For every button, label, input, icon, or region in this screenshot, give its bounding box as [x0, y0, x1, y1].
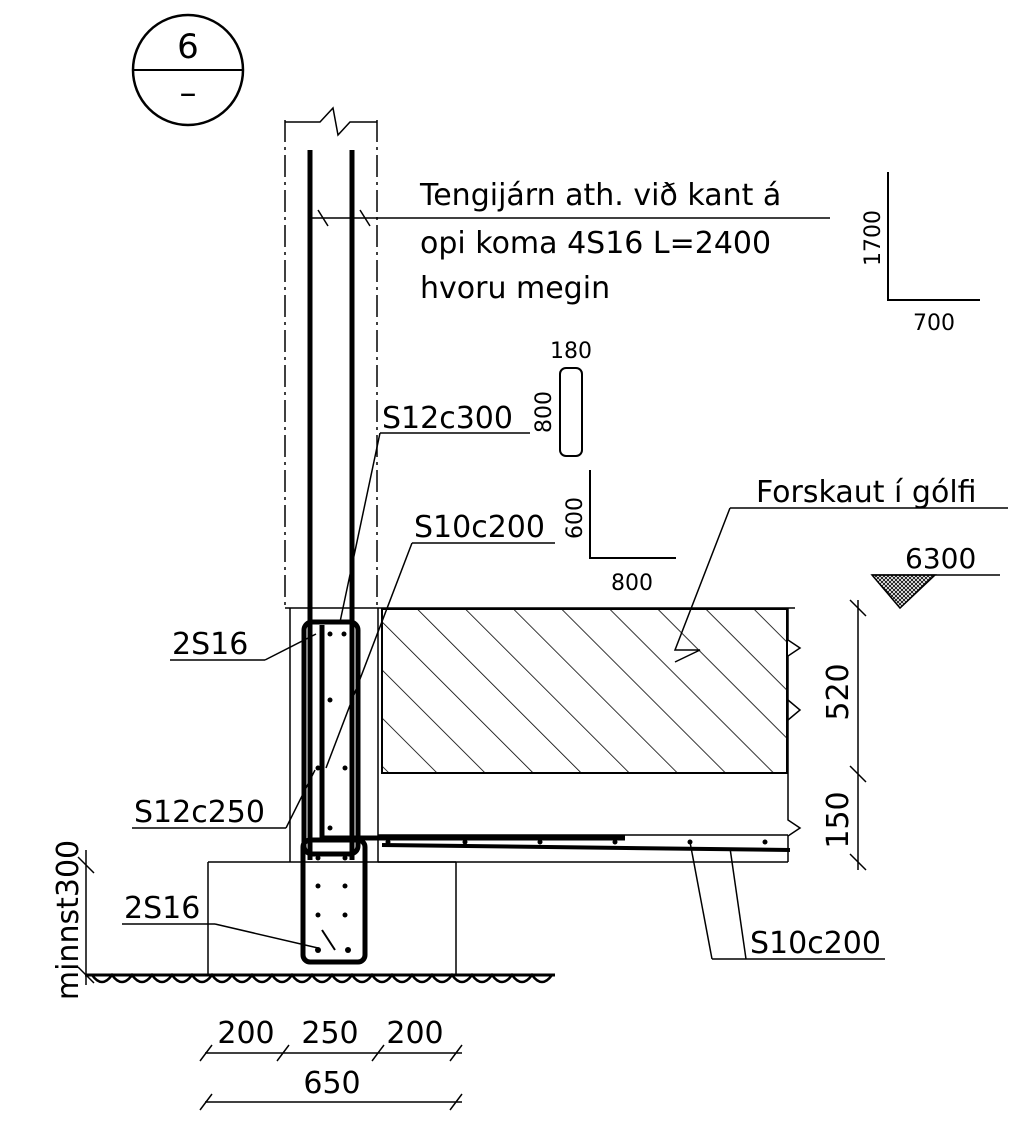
level-marker: 6300 — [870, 542, 1000, 610]
svg-text:2S16: 2S16 — [124, 891, 200, 926]
label-2s16-bottom: 2S16 — [122, 891, 319, 949]
detail-sheet: – — [180, 73, 197, 113]
wall-stirrup — [301, 619, 625, 857]
footing — [207, 837, 457, 975]
slab-break-line — [787, 608, 802, 862]
dim-250: 250 — [301, 1016, 358, 1051]
label-s10c200-wall: S10c200 — [325, 510, 555, 769]
dim-slab: 520 — [821, 663, 856, 720]
stirrup-side-dim: 800 — [532, 391, 557, 433]
svg-text:S10c200: S10c200 — [414, 510, 545, 545]
label-2s16-top: 2S16 — [170, 627, 317, 662]
dowel-bend-vertical: 1700 — [861, 210, 886, 266]
stirrup-top-dim: 180 — [550, 339, 592, 364]
dowel-note-line1: Tengijárn ath. við kant á — [419, 178, 781, 213]
ground-line — [85, 972, 555, 984]
wall-outline — [284, 106, 378, 605]
detail-number: 6 — [177, 27, 199, 67]
label-floor-mesh: Forskaut í gólfi — [673, 475, 1008, 663]
l-bar-vertical-dim: 600 — [563, 497, 588, 539]
dim-200-right: 200 — [386, 1016, 443, 1051]
dowel-bend-horizontal: 700 — [913, 311, 955, 336]
dowel-bend-shape: 1700 700 — [861, 172, 980, 336]
dim-200-left: 200 — [217, 1016, 274, 1051]
dim-minnst: minnst300 — [51, 840, 86, 1000]
dowel-note-line2: opi koma 4S16 L=2400 — [420, 226, 771, 261]
label-s10c200-floor: S10c200 — [689, 841, 885, 961]
left-dimension: minnst300 — [51, 840, 95, 1000]
l-bar-horizontal-dim: 800 — [611, 571, 653, 596]
floor-mesh — [381, 839, 791, 852]
label-s12c250: S12c250 — [132, 769, 316, 830]
dim-total: 650 — [303, 1066, 360, 1101]
dowel-note: Tengijárn ath. við kant á opi koma 4S16 … — [310, 178, 830, 306]
svg-text:2S16: 2S16 — [172, 627, 248, 662]
svg-text:Forskaut í gólfi: Forskaut í gólfi — [756, 475, 977, 510]
break-symbol — [285, 106, 377, 137]
svg-text:S12c300: S12c300 — [382, 401, 513, 436]
svg-text:S12c250: S12c250 — [134, 795, 265, 830]
insulation-hatch — [381, 608, 788, 774]
dowel-note-line3: hvoru megin — [420, 271, 610, 306]
l-bar-shape: 600 800 — [563, 470, 676, 596]
label-s12c300: S12c300 — [339, 401, 530, 623]
right-dimensions: 520 150 — [821, 599, 867, 871]
stirrup-shape: 180 800 — [532, 339, 592, 457]
l-bar — [319, 625, 625, 841]
dim-layer: 150 — [821, 791, 856, 848]
level-value: 6300 — [905, 542, 976, 575]
dowel-bars — [307, 150, 355, 860]
detail-marker: 6 – — [131, 13, 245, 127]
slab-outline — [285, 607, 802, 863]
bottom-dimensions: 200 250 200 650 — [199, 1016, 463, 1111]
svg-text:S10c200: S10c200 — [750, 926, 881, 961]
